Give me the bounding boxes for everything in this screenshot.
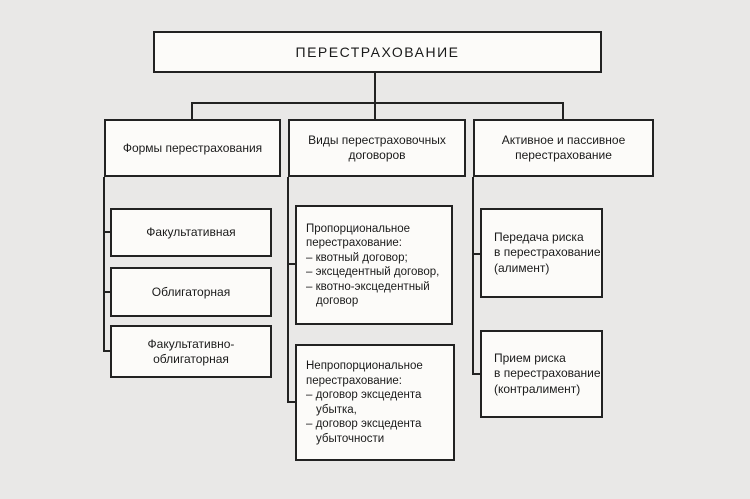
risk-cession-box: Передача риска в перестрахование (алимен… (480, 208, 603, 298)
connector-stub-obligatory (103, 291, 111, 293)
proportional-heading-line2: перестрахование: (306, 237, 402, 249)
connector-stub-nonproportional (287, 401, 296, 403)
connector-trunk-active (472, 177, 474, 375)
branch-active-passive-label-line2: перестрахование (515, 148, 612, 162)
facultative-obligatory-label-line2: облигаторная (153, 351, 229, 366)
obligatory-label: Облигаторная (151, 284, 231, 299)
proportional-reinsurance-box: Пропорциональное перестрахование: – квот… (295, 205, 453, 325)
branch-active-passive-box: Активное и пассивное перестрахование (473, 119, 654, 177)
connector-drop-forms (191, 102, 193, 119)
root-box: ПЕРЕСТРАХОВАНИЕ (153, 31, 602, 73)
connector-stub-fac-obl (103, 350, 111, 352)
branch-forms-label: Формы перестрахования (122, 140, 263, 155)
nonproportional-reinsurance-box: Непропорциональное перестрахование: – до… (295, 344, 455, 461)
connector-stub-cession (472, 253, 481, 255)
nonproportional-heading-line2: перестрахование: (306, 374, 402, 387)
risk-cession-label-line2: в перестрахование (494, 245, 601, 260)
connector-root-stem (374, 73, 376, 103)
risk-acceptance-label-line1: Прием риска (494, 350, 566, 365)
connector-stub-proportional (287, 263, 296, 265)
nonproportional-heading-line1: Непропорциональное (306, 360, 423, 372)
branch-contract-types-label-line2: договоров (348, 148, 406, 162)
root-box-label: ПЕРЕСТРАХОВАНИЕ (295, 44, 460, 60)
risk-cession-label-line3: (алимент) (494, 260, 550, 275)
nonproportional-item-stop-loss: – договор эксцедента убыточности (306, 418, 422, 445)
facultative-obligatory-label-line1: Факультативно- (147, 336, 235, 351)
proportional-heading-line1: Пропорциональное (306, 222, 411, 235)
facultative-obligatory-box: Факультативно- облигаторная (110, 325, 272, 378)
branch-contract-types-box: Виды перестраховочных договоров (288, 119, 466, 177)
proportional-item-quota: – квотный договор; (306, 251, 408, 264)
proportional-item-quota-surplus: – квотно-эксцедентный договор (306, 280, 430, 308)
risk-cession-label-line1: Передача риска (494, 229, 584, 244)
connector-drop-types (374, 102, 376, 119)
connector-stub-facultative (103, 231, 111, 233)
connector-trunk-types (287, 177, 289, 403)
facultative-label: Факультативная (146, 225, 236, 239)
branch-active-passive-label-line1: Активное и пассивное (501, 133, 626, 147)
connector-drop-active (562, 102, 564, 119)
proportional-item-surplus: – эксцедентный договор, (306, 266, 440, 278)
risk-acceptance-label-line2: в перестрахование (494, 366, 601, 381)
nonproportional-item-excess-of-loss: – договор эксцедента убытка, (306, 389, 422, 416)
facultative-box: Факультативная (110, 208, 272, 257)
branch-contract-types-label-line1: Виды перестраховочных (308, 133, 446, 147)
branch-forms-box: Формы перестрахования (104, 119, 281, 177)
obligatory-box: Облигаторная (110, 267, 272, 317)
connector-stub-acceptance (472, 373, 481, 375)
risk-acceptance-label-line3: (контралимент) (494, 381, 581, 396)
connector-branch-bar (191, 102, 564, 104)
risk-acceptance-box: Прием риска в перестрахование (контралим… (480, 330, 603, 418)
connector-trunk-forms (103, 177, 105, 352)
